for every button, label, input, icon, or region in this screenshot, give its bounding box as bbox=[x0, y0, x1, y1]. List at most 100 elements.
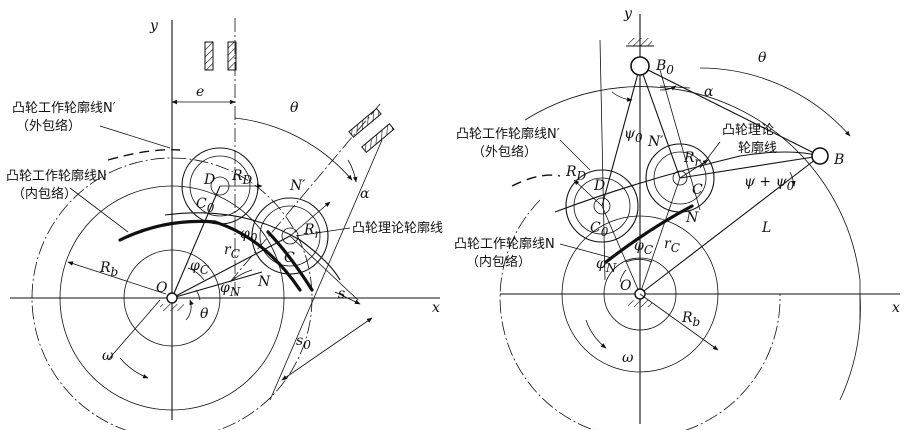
right-RD-arrow bbox=[573, 179, 603, 207]
left-pivot-ground bbox=[160, 304, 184, 311]
left-theory-leader bbox=[295, 227, 351, 237]
left-ann-theory: 凸轮理论轮廓线 bbox=[352, 220, 443, 236]
right-O-ground bbox=[628, 300, 652, 307]
right-phiN-arc bbox=[619, 269, 627, 283]
left-label-Rr: Rr bbox=[303, 222, 322, 241]
right-inner-leader bbox=[559, 243, 613, 259]
right-line-B0-C bbox=[639, 65, 681, 179]
right-label-psi0: ψ0 bbox=[624, 126, 643, 145]
left-normal-line bbox=[289, 235, 359, 301]
left-theory-profile bbox=[164, 212, 341, 281]
right-x-axis-label: x bbox=[892, 300, 900, 316]
left-label-theta-top: θ bbox=[290, 100, 299, 116]
left-label-rC: rC bbox=[224, 242, 240, 261]
left-line-O-N bbox=[171, 271, 263, 299]
left-label-s0: s0 bbox=[296, 333, 311, 352]
right-theory-leader bbox=[699, 141, 721, 169]
left-rotation-line bbox=[107, 299, 161, 361]
left-working-profile-segment bbox=[266, 230, 314, 292]
right-ann-inner: 凸轮工作轮廓线N bbox=[454, 236, 555, 252]
left-roller-outer-C bbox=[251, 197, 329, 275]
right-ann-theory-2: 轮廓线 bbox=[738, 140, 777, 156]
right-line-O-C bbox=[639, 177, 681, 295]
right-B-path-arc-lower bbox=[839, 293, 861, 401]
left-outer-leader bbox=[99, 125, 171, 149]
right-ann-theory-1: 凸轮理论 bbox=[722, 123, 774, 138]
left-label-s: s bbox=[338, 286, 345, 302]
left-dim-s0 bbox=[281, 317, 373, 381]
right-inner-envelope-curve bbox=[604, 204, 694, 264]
left-guide-inclined bbox=[348, 107, 395, 154]
left-base-circle bbox=[59, 185, 285, 411]
right-line-O-B bbox=[639, 155, 821, 295]
left-label-D: D bbox=[203, 172, 215, 188]
left-figure: y x 凸轮工作轮廓线N′ （外包络） 凸轮工作轮廓线N （内包络） 凸轮理论轮… bbox=[6, 18, 443, 430]
left-inner-envelope-curve bbox=[118, 219, 302, 292]
left-guide-top-right bbox=[227, 41, 237, 71]
right-theory-profile bbox=[554, 151, 821, 213]
right-label-phiC: φC bbox=[634, 238, 653, 257]
left-hub-circle bbox=[123, 249, 221, 347]
right-label-B0: B0 bbox=[655, 58, 674, 77]
left-label-C: C bbox=[284, 250, 295, 266]
right-label-C0: C0 bbox=[590, 220, 609, 239]
right-outer-leader bbox=[559, 139, 591, 171]
right-label-omega: ω bbox=[622, 350, 634, 366]
right-label-B: B bbox=[833, 152, 844, 168]
left-label-Rb: Rb bbox=[99, 260, 118, 279]
left-label-C0: C0 bbox=[196, 196, 215, 215]
right-phiC-arc bbox=[625, 259, 653, 263]
left-label-phiN: φN bbox=[220, 280, 241, 299]
right-label-theta: θ bbox=[758, 50, 767, 66]
left-label-O: O bbox=[156, 280, 168, 296]
right-ann-inner-sub: （内包络） bbox=[466, 254, 531, 270]
right-Rb-arrow bbox=[639, 293, 719, 351]
right-pivot-B0 bbox=[630, 56, 650, 76]
right-label-Rr: Rr bbox=[683, 150, 702, 169]
right-alpha-arc bbox=[659, 85, 677, 91]
right-label-Rb: Rb bbox=[681, 310, 700, 329]
right-line-O-C0 bbox=[601, 205, 641, 295]
right-pitch-arc bbox=[499, 199, 781, 430]
left-theta-arc-bottom bbox=[185, 299, 194, 321]
right-label-alpha: α bbox=[704, 84, 714, 100]
left-ann-outer-sub: （外包络） bbox=[16, 118, 81, 134]
right-figure: y x 凸轮工作轮廓线N′ （外包络） 凸轮工作轮廓线N （内包络） 凸轮理论 … bbox=[454, 6, 900, 430]
right-roller-outer-C0 bbox=[565, 169, 639, 243]
right-label-N: N bbox=[685, 210, 699, 226]
left-phi0-arc bbox=[229, 269, 253, 283]
left-roller-mid-C bbox=[259, 205, 321, 267]
left-outer-envelope-curve bbox=[107, 149, 181, 161]
right-label-phiN: φN bbox=[596, 256, 617, 275]
left-pitch-circle bbox=[31, 157, 313, 430]
left-ann-outer: 凸轮工作轮廓线N′ bbox=[12, 100, 116, 116]
left-phiC-arc bbox=[187, 267, 205, 281]
left-ann-inner: 凸轮工作轮廓线N bbox=[6, 168, 107, 184]
left-label-phiC: φC bbox=[190, 258, 209, 277]
right-B0-rotation-arc bbox=[611, 91, 633, 102]
right-y-axis-label: y bbox=[623, 6, 633, 22]
right-psi-arc bbox=[789, 171, 796, 187]
right-label-C: C bbox=[692, 182, 703, 198]
left-line-O-C bbox=[171, 235, 291, 299]
right-label-Nprime: N′ bbox=[647, 134, 664, 150]
right-B0-ground bbox=[628, 38, 652, 46]
left-guide-top-left bbox=[204, 41, 214, 71]
left-line-O-C0 bbox=[171, 185, 221, 299]
left-y-axis-label: y bbox=[149, 18, 159, 34]
left-inclined-centerline bbox=[229, 103, 381, 283]
left-label-alpha: α bbox=[360, 186, 370, 202]
left-pivot-O bbox=[166, 292, 178, 304]
left-theta-arc-top bbox=[234, 117, 353, 181]
right-line-B0-C0 bbox=[601, 65, 641, 207]
right-label-O: O bbox=[620, 278, 632, 294]
left-label-phi0: φ0 bbox=[240, 226, 258, 245]
right-omega-arrow bbox=[585, 319, 607, 349]
right-roller-mid-C bbox=[653, 151, 707, 205]
left-label-RD: RD bbox=[231, 168, 253, 187]
right-label-L: L bbox=[761, 220, 771, 236]
right-roller-outer-C bbox=[645, 143, 715, 213]
left-phiN-arc bbox=[195, 289, 201, 301]
right-roller-pin-C0 bbox=[593, 197, 611, 215]
right-B0-vertical-guide bbox=[599, 39, 606, 281]
